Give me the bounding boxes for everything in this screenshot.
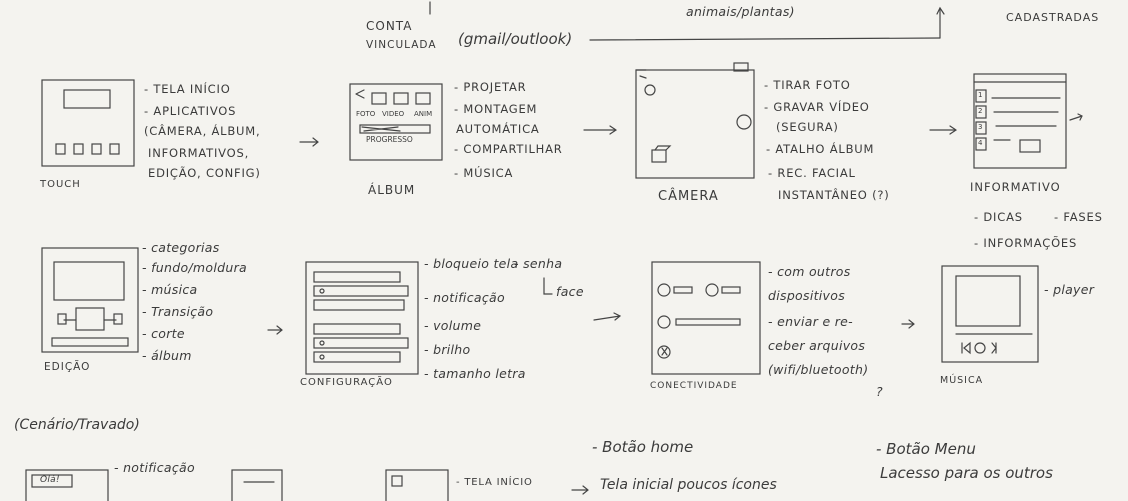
arrow-touch-album xyxy=(299,137,319,147)
conect-line-2: dispositivos xyxy=(768,288,846,303)
gmail-label: (gmail/outlook) xyxy=(458,30,573,48)
edicao-line-6: - álbum xyxy=(142,348,192,363)
arrow-config-conect xyxy=(593,312,622,321)
camera-line-3: (SEGURA) xyxy=(776,120,839,134)
album-label-video: VIDEO xyxy=(382,110,405,118)
informativo-caption: INFORMATIVO xyxy=(970,180,1061,194)
info-tab-3: 3 xyxy=(978,123,983,131)
botao-home: - Botão home xyxy=(592,438,694,456)
bottom-tela-inicio: - TELA INÍCIO xyxy=(456,477,533,488)
bottom-tela-inicial: Tela inicial poucos ícones xyxy=(600,477,777,493)
conect-line-6: ? xyxy=(876,384,883,399)
config-senha: - senha xyxy=(514,256,563,271)
conect-caption: CONECTIVIDADE xyxy=(650,381,738,391)
acesso-label: Lacesso para os outros xyxy=(880,464,1053,482)
ola-label: Olá! xyxy=(40,475,60,485)
camera-line-1: - TIRAR FOTO xyxy=(764,78,851,92)
conect-line-3: - enviar e re- xyxy=(768,314,853,329)
config-caption: CONFIGURAÇÃO xyxy=(300,377,393,388)
arrow-camera-info xyxy=(929,125,958,135)
edicao-line-5: - corte xyxy=(142,326,185,341)
album-label-progresso: PROGRESSO xyxy=(366,135,413,144)
arrow-album-camera xyxy=(583,125,618,135)
conta-label: CONTA xyxy=(366,19,413,33)
info-tab-4: 4 xyxy=(978,139,983,147)
album-line-4: - COMPARTILHAR xyxy=(454,142,563,156)
arrow-edicao-config xyxy=(267,325,283,335)
camera-line-5: - REC. FACIAL xyxy=(768,166,856,180)
touch-line-3: (CÂMERA, ÁLBUM, xyxy=(144,124,261,138)
conect-line-5: (wifi/bluetooth) xyxy=(768,362,869,377)
config-line-4: - brilho xyxy=(424,342,471,357)
touch-line-5: EDIÇÃO, CONFIG) xyxy=(148,166,261,180)
config-line-2: - notificação xyxy=(424,290,505,305)
musica-caption: MÚSICA xyxy=(940,375,984,386)
touch-line-4: INFORMATIVOS, xyxy=(148,146,250,160)
vinculada-label: VINCULADA xyxy=(366,39,437,51)
info-line-2: - FASES xyxy=(1054,210,1103,224)
album-sketch xyxy=(349,83,443,161)
edicao-line-4: - Transição xyxy=(142,304,214,319)
album-caption: ÁLBUM xyxy=(368,183,416,197)
info-line-3: - INFORMAÇÕES xyxy=(974,236,1078,250)
edicao-line-2: - fundo/moldura xyxy=(142,260,247,275)
info-line-1: - DICAS xyxy=(974,210,1023,224)
edicao-caption: EDIÇÃO xyxy=(44,361,91,373)
info-tab-2: 2 xyxy=(978,107,983,115)
bottom-sketches xyxy=(25,469,589,501)
album-line-5: - MÚSICA xyxy=(454,166,514,180)
info-tab-1: 1 xyxy=(978,91,983,99)
animais-label: animais/plantas) xyxy=(686,4,795,19)
conect-sketch xyxy=(651,261,761,375)
camera-line-4: - ATALHO ÁLBUM xyxy=(766,142,875,156)
album-label-anim: ANIM xyxy=(414,110,433,118)
cenario-label: (Cenário/Travado) xyxy=(14,417,140,433)
top-connector xyxy=(429,1,945,41)
informativo-sketch xyxy=(973,73,1083,169)
edicao-sketch xyxy=(41,247,139,353)
arrow-conect-musica xyxy=(901,319,915,329)
musica-player: - player xyxy=(1044,282,1095,297)
touch-sketch xyxy=(41,79,135,167)
album-line-1: - PROJETAR xyxy=(454,80,527,94)
cadastradas-label: CADASTRADAS xyxy=(1006,11,1100,24)
album-label-foto: FOTO xyxy=(356,110,376,118)
album-line-3: AUTOMÁTICA xyxy=(456,122,540,136)
config-line-5: - tamanho letra xyxy=(424,366,526,381)
conect-line-1: - com outros xyxy=(768,264,851,279)
config-sketch xyxy=(305,261,419,375)
config-face: face xyxy=(556,284,584,299)
config-line-1: - bloqueio tela xyxy=(424,256,519,271)
camera-sketch xyxy=(635,62,755,179)
bottom-notificacao: - notificação xyxy=(114,460,195,475)
config-line-3: - volume xyxy=(424,318,482,333)
botao-menu: - Botão Menu xyxy=(876,440,976,458)
musica-sketch xyxy=(941,265,1039,363)
album-line-2: - MONTAGEM xyxy=(454,102,538,116)
camera-line-2: - GRAVAR VÍDEO xyxy=(764,100,870,114)
touch-line-1: - TELA INÍCIO xyxy=(144,82,231,96)
touch-line-2: - APLICATIVOS xyxy=(144,104,237,118)
touch-caption: TOUCH xyxy=(40,179,81,190)
conect-line-4: ceber arquivos xyxy=(768,338,866,353)
senha-brace xyxy=(543,277,553,295)
edicao-line-1: - categorias xyxy=(142,240,220,255)
camera-caption: CÂMERA xyxy=(658,189,719,204)
edicao-line-3: - música xyxy=(142,282,198,297)
camera-line-6: INSTANTÂNEO (?) xyxy=(778,188,890,202)
